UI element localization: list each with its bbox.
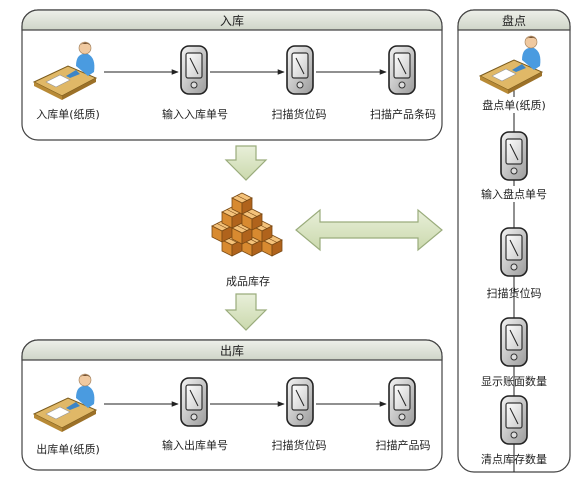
stocktake-step-4: 显示账面数量: [481, 375, 547, 388]
inbound-title: 入库: [220, 13, 244, 28]
handheld-scanner-icon: [500, 131, 528, 181]
outbound-step-3: 扫描货位码: [272, 438, 327, 452]
outbound-panel: 出库 出库单(纸质) 输入出库单号 扫描货位码 扫描产品码: [21, 339, 443, 471]
outbound-step-4: 扫描产品码: [376, 438, 431, 452]
stacked-boxes-icon: [211, 192, 283, 257]
stocktake-step-1: 盘点单(纸质): [482, 98, 546, 112]
stocktake-step-5: 清点库存数量: [481, 452, 547, 466]
down-block-arrow: [224, 293, 268, 331]
down-block-arrow: [224, 145, 268, 181]
outbound-step-1: 出库单(纸质): [36, 442, 100, 456]
inbound-step-2: 输入入库单号: [162, 107, 228, 121]
outbound-step-2: 输入出库单号: [162, 438, 228, 452]
inbound-step-3: 扫描货位码: [272, 107, 327, 121]
handheld-scanner-icon: [286, 45, 314, 95]
inbound-step-1: 入库单(纸质): [36, 108, 100, 121]
handheld-scanner-icon: [180, 45, 208, 95]
outbound-title: 出库: [220, 343, 244, 358]
stocktake-step-3: 扫描货位码: [487, 286, 542, 300]
handheld-scanner-icon: [286, 377, 314, 427]
handheld-scanner-icon: [500, 395, 528, 445]
handheld-scanner-icon: [388, 45, 416, 95]
stocktake-title: 盘点: [502, 13, 526, 28]
stocktake-panel: 盘点 盘点单(纸质) 输入盘点单号 扫描货位码 显示账面数量 清点库存数量: [457, 9, 571, 473]
stocktake-step-2: 输入盘点单号: [481, 187, 547, 201]
inventory-label: 成品库存: [226, 274, 270, 288]
double-block-arrow: [295, 208, 443, 252]
handheld-scanner-icon: [180, 377, 208, 427]
handheld-scanner-icon: [500, 227, 528, 277]
inbound-panel: 入库 入库单(纸质) 输入入库单号 扫描货位码 扫描产品条码: [21, 9, 443, 141]
handheld-scanner-icon: [388, 377, 416, 427]
handheld-scanner-icon: [500, 317, 528, 367]
inbound-step-4: 扫描产品条码: [370, 107, 436, 121]
